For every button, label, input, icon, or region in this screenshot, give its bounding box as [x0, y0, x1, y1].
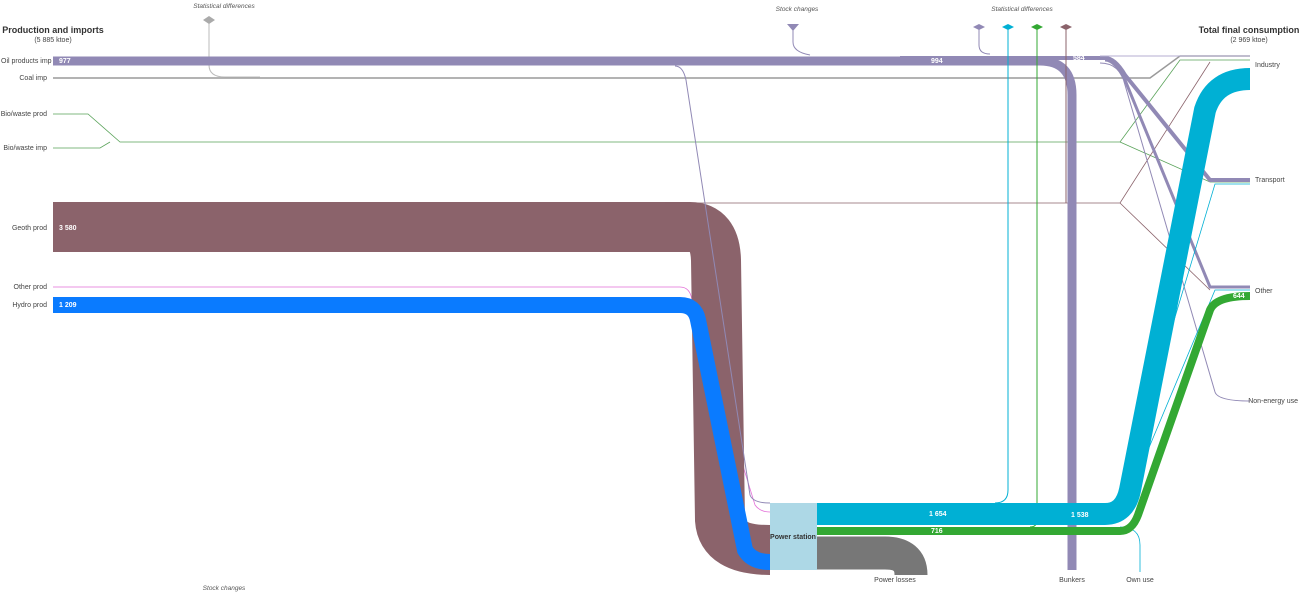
flow-oil-main	[53, 56, 1077, 570]
left-total: (5 885 ktoe)	[34, 37, 71, 44]
right-total: (2 969 ktoe)	[1230, 37, 1267, 44]
flow-hydro	[53, 297, 771, 570]
stat-diff-markers	[203, 16, 1072, 31]
source-label: Other prod	[14, 284, 48, 291]
flow-elec-transport	[1119, 183, 1250, 506]
sink-label: Bunkers	[1059, 577, 1085, 584]
sink-label: Own use	[1126, 577, 1154, 584]
flow-stat-diff-left	[208, 22, 260, 78]
right-title: Total final consumption	[1199, 25, 1300, 35]
value-oil-mid: 994	[931, 58, 943, 65]
stat-diff-right-label: Statistical differences	[991, 6, 1053, 13]
sink-label: Industry	[1255, 62, 1280, 69]
flow-electricity	[817, 68, 1251, 525]
source-label: Geoth prod	[12, 225, 47, 232]
flow-stat-heat	[1029, 28, 1038, 528]
diamond-icon	[973, 24, 985, 30]
flow-losses	[817, 536, 928, 577]
value-industry: 1 323	[1229, 62, 1247, 69]
flow-stat-elec	[994, 28, 1009, 504]
value-oil: 977	[59, 58, 71, 65]
power-station-node[interactable]	[770, 503, 817, 570]
flow-geoth-thin	[665, 61, 1211, 291]
flow-oil-ps	[674, 65, 771, 504]
source-label: Bio/waste imp	[3, 145, 47, 152]
flow-oil-other	[1104, 58, 1250, 289]
source-label: Hydro prod	[12, 302, 47, 309]
value-heat: 716	[931, 528, 943, 535]
value-elec-right: 1 538	[1071, 512, 1089, 519]
flow-other-prod	[53, 286, 771, 513]
source-label: Bio/waste prod	[1, 111, 47, 118]
stat-diff-left-label: Statistical differences	[193, 3, 255, 10]
source-label: Oil products imp	[1, 58, 52, 65]
sink-label: Transport	[1255, 177, 1285, 184]
left-title: Production and imports	[2, 25, 104, 35]
stock-changes-bottom-label: Stock changes	[203, 585, 246, 592]
sink-label: Power losses	[874, 577, 916, 584]
diamond-icon	[1002, 24, 1014, 30]
flow-heat	[817, 292, 1251, 535]
sink-label: Other	[1255, 288, 1273, 295]
flow-stock	[792, 28, 811, 56]
power-station-label: Power station	[770, 534, 816, 541]
value-oil-right: 584	[1073, 55, 1085, 62]
value-elec-mid: 1 654	[929, 511, 947, 518]
diamond-icon	[1031, 24, 1043, 30]
value-other: 644	[1233, 293, 1245, 300]
sink-label: Non-energy use	[1248, 398, 1298, 405]
diamond-icon	[1060, 24, 1072, 30]
flow-stat-oil	[978, 28, 991, 55]
diamond-icon	[203, 16, 215, 24]
flow-geoth	[53, 202, 771, 575]
stock-changes-top-label: Stock changes	[776, 6, 819, 13]
value-geoth: 3 580	[59, 225, 77, 232]
source-label: Coal imp	[19, 75, 47, 82]
value-hydro: 1 209	[59, 302, 77, 309]
triangle-down-icon	[787, 24, 799, 31]
flow-oil-right	[900, 56, 1250, 182]
